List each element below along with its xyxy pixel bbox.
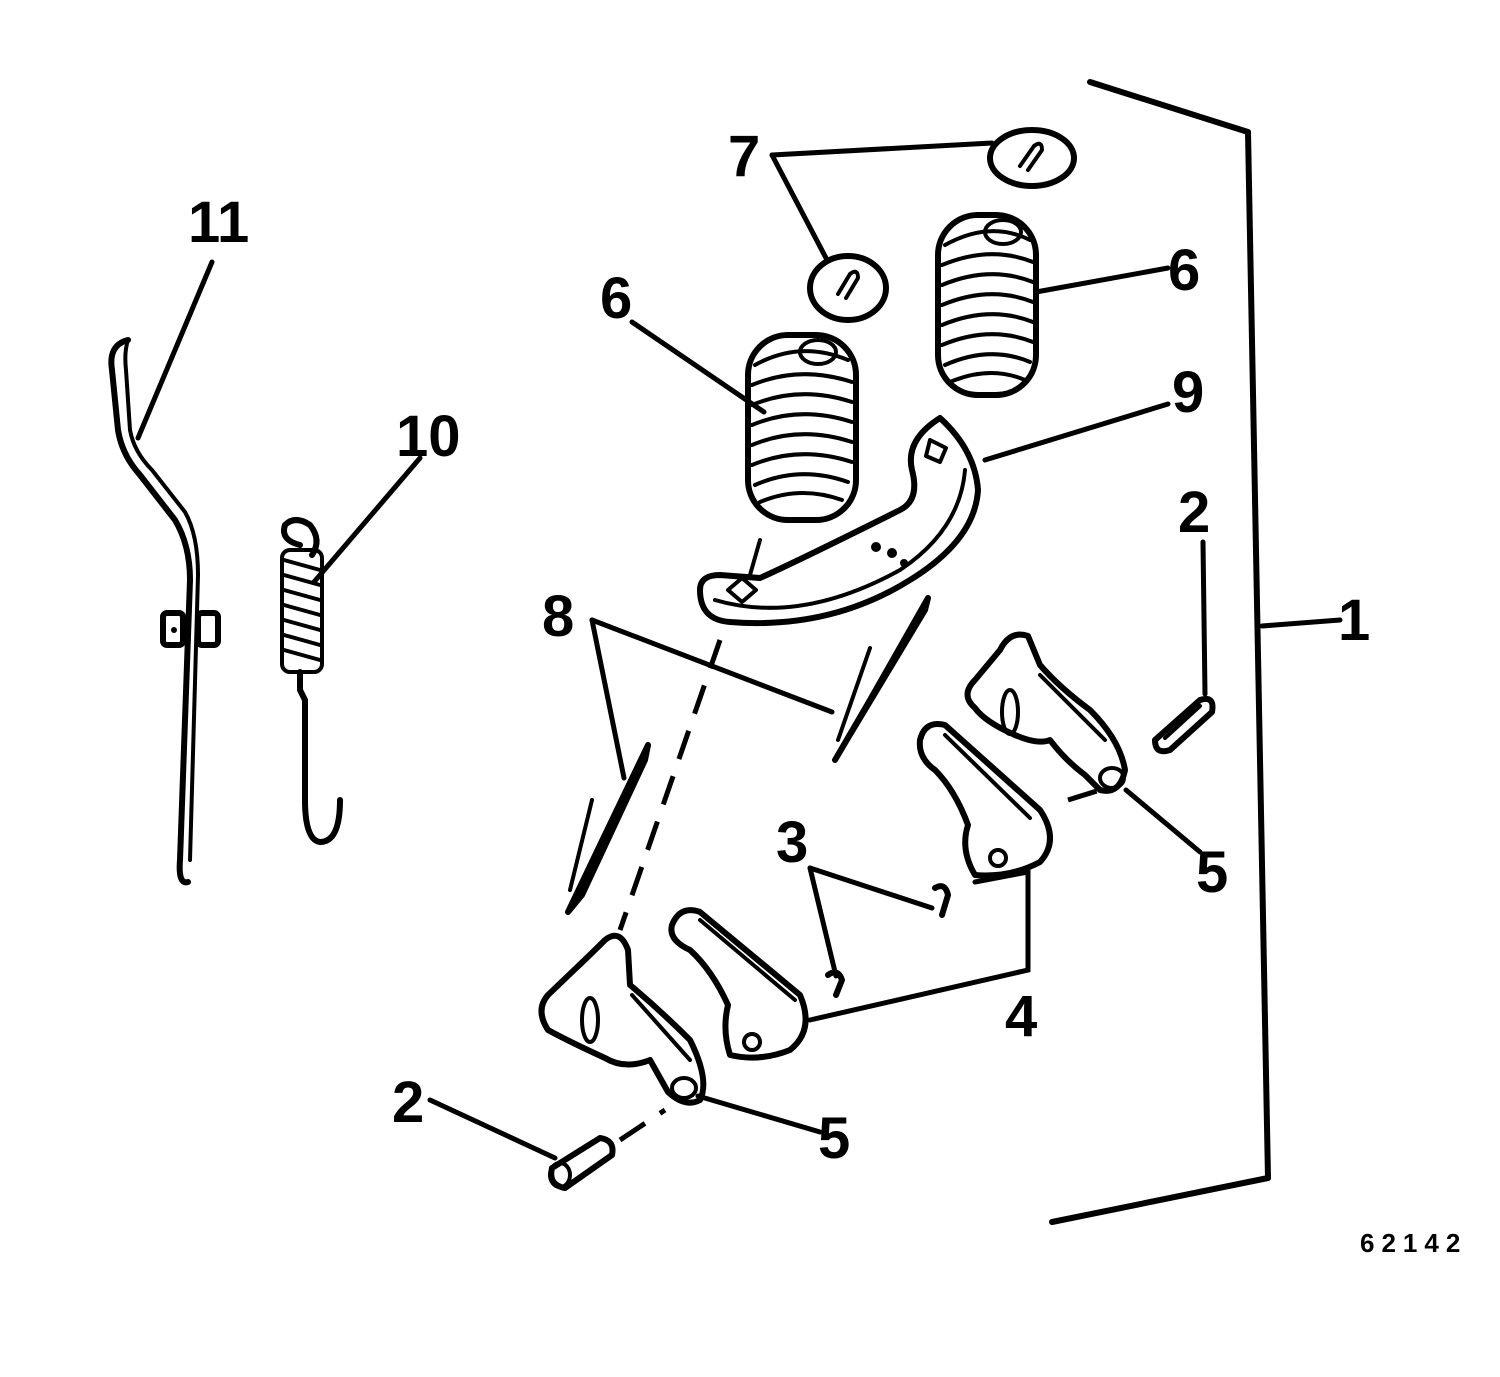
part-6-spring-right [935, 212, 1039, 398]
part-9-plate [697, 415, 981, 627]
callout-4: 4 [1005, 984, 1037, 1049]
callout-7: 7 [728, 124, 760, 189]
part-4-plate-upper [916, 721, 1053, 879]
callout-10: 10 [396, 404, 461, 469]
part-5-bracket-upper [964, 631, 1128, 794]
callout-9: 9 [1172, 360, 1204, 425]
callout-5-lower: 5 [818, 1106, 850, 1171]
callout-2-left: 2 [392, 1070, 424, 1135]
figure-number: 62142 [1360, 1228, 1467, 1258]
assembly-bracket [1049, 79, 1343, 1225]
part-8-wedge-upper [832, 595, 931, 763]
part-7-cap-left [807, 253, 889, 323]
part-5-bracket-lower [538, 932, 707, 1106]
part-6-spring-left [745, 332, 859, 523]
callout-6-right: 6 [1168, 238, 1200, 303]
assembly-axis-lines [617, 639, 1101, 1143]
part-2-pin-right [1152, 695, 1216, 755]
part-11-rod [108, 337, 221, 886]
part-4-plate-lower [668, 907, 809, 1061]
leader-lines [135, 140, 1208, 1161]
part-8-wedge-lower [565, 742, 651, 915]
callout-labels: 1 2 2 3 4 5 5 6 6 7 8 9 10 11 [188, 124, 1370, 1171]
part-3-pin-upper [932, 883, 951, 918]
part-2-pin-left [548, 1135, 616, 1191]
callout-2-right: 2 [1178, 480, 1210, 545]
callout-8: 8 [542, 584, 574, 649]
part-7-cap-right [987, 127, 1077, 189]
part-10-spring-hook [280, 517, 343, 845]
callout-5-upper: 5 [1196, 840, 1228, 905]
callout-3: 3 [776, 810, 808, 875]
callout-11: 11 [188, 190, 249, 255]
callout-1: 1 [1338, 588, 1370, 653]
callout-6-left: 6 [600, 266, 632, 331]
